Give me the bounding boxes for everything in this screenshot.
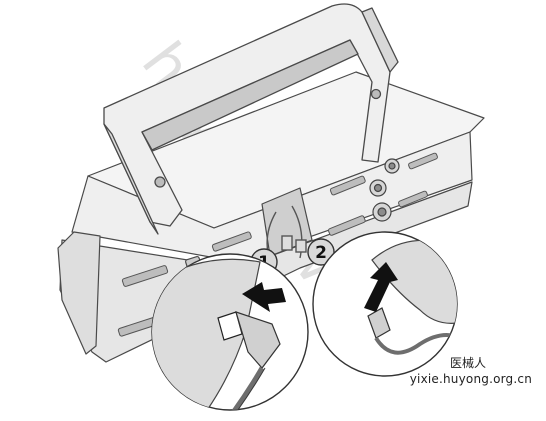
carry-handle — [103, 3, 399, 235]
credit-url: yixie.huyong.org.cn — [409, 372, 532, 386]
push-arrow-icon — [242, 282, 286, 312]
detail-view-step-2 — [312, 231, 458, 377]
detail-view-step-1 — [151, 253, 309, 411]
callout-2-label: 2 — [315, 243, 327, 263]
callout-step-2: 2 — [307, 238, 335, 266]
pull-arrow-icon — [364, 262, 398, 312]
credit-name: 医械人 — [449, 356, 486, 370]
